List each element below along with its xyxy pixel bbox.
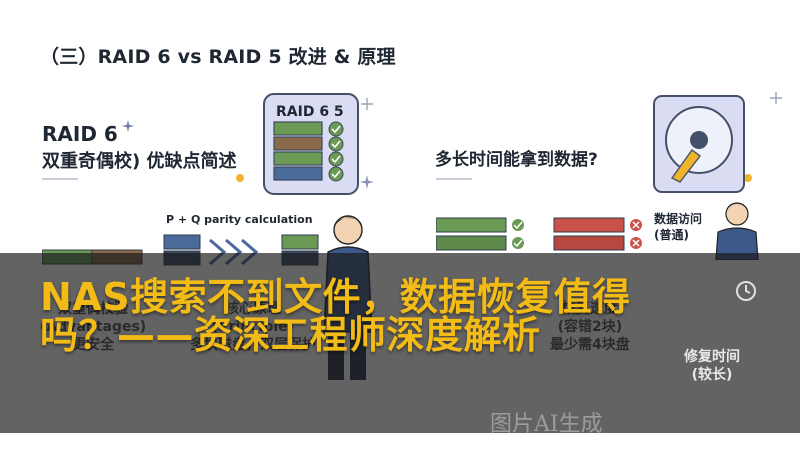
server-label: RAID 6 5 [276,104,344,120]
data-access-label: 数据访问 (普通) [654,212,703,242]
raid6-headline: RAID 6 双重奇偶校) 优缺点简述 [42,120,237,176]
sparkle-icon [361,98,373,110]
ai-generated-watermark: 图片AI生成 [490,412,603,437]
recovery-speed-caption: 恢复速度 (容错2块) 最少需4块盘 [550,301,630,353]
raid6-subtitle: 双重奇偶校) 优缺点简述 [42,151,237,172]
sparkle-icon [744,174,752,182]
advantages-caption: 双重偶校验 (Advantages) 更安全 [40,301,147,353]
hard-drive-illustration [653,95,745,193]
parity-label: P + Q parity calculation [166,213,313,226]
sparkle-icon [236,174,244,182]
clock-icon [736,281,756,301]
sparkle-icon [360,175,374,189]
article-headline: NAS搜索不到文件，数据恢复值得吗？——资深工程师深度解析 [40,275,631,357]
recovery-time-headline: 多长时间能拿到数据? [435,150,598,170]
title-underline [42,178,78,180]
principle-caption: 核心原理 (Principle) 多块磁盘，双层保护 [190,301,316,353]
sparkle-icon [770,92,782,104]
raid-server-illustration [263,93,359,195]
page-title: （三）RAID 6 vs RAID 5 改进 & 原理 [40,46,396,68]
engineer-figure [715,202,759,260]
raid6-title: RAID 6 [42,122,118,146]
sparkle-icon [122,120,134,132]
repair-time-caption: 修复时间 (较长) [684,349,740,383]
headline-overlay-band [0,253,800,433]
disk-diagram-right [436,217,642,251]
title-underline [436,178,472,180]
